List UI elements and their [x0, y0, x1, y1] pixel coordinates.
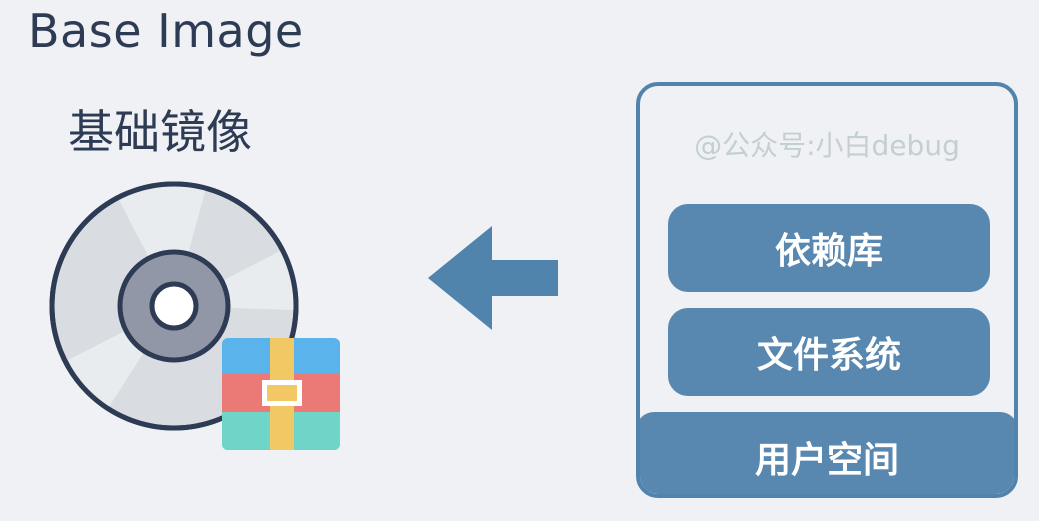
layer-dependencies: 依赖库: [668, 204, 990, 292]
disc-icon: [49, 181, 340, 450]
layer-userspace: 用户空间: [640, 412, 1014, 494]
arrow-left-icon: [428, 226, 558, 330]
container-panel: @公众号:小白debug 依赖库 文件系统 用户空间: [636, 82, 1018, 498]
package-icon: [222, 338, 340, 450]
page-title: Base Image: [28, 4, 304, 58]
layer-filesystem: 文件系统: [668, 308, 990, 396]
page-subtitle: 基础镜像: [68, 105, 252, 159]
watermark-text: @公众号:小白debug: [694, 129, 960, 162]
